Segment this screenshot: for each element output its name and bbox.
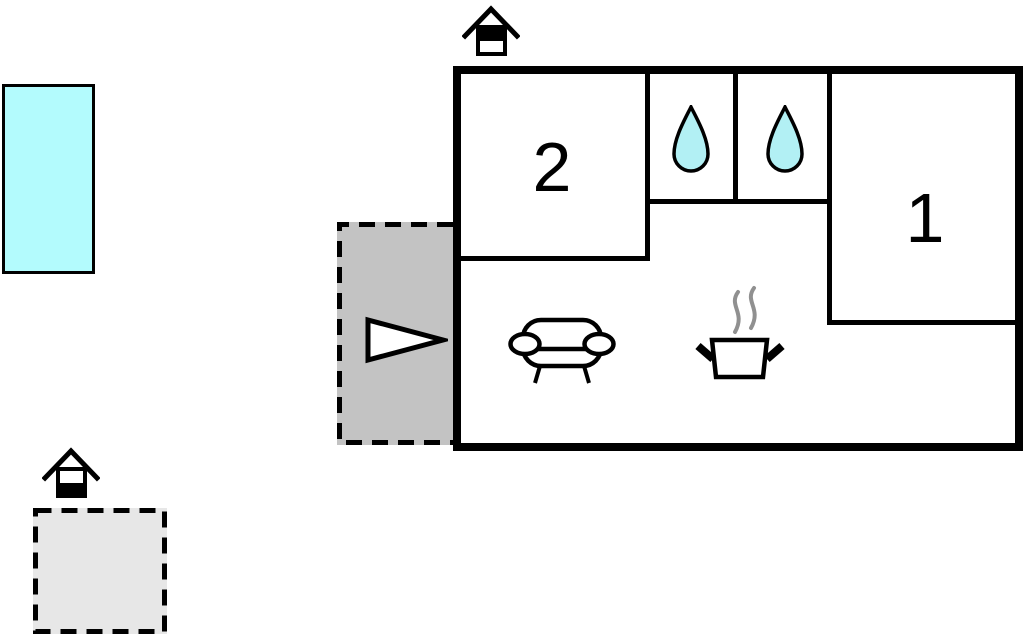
house-icon — [42, 447, 100, 498]
sofa-icon — [508, 317, 616, 384]
terrace-dashed-border — [337, 222, 453, 445]
wall-room2-right — [645, 74, 650, 261]
wall-bathroom-divider — [733, 74, 738, 199]
steam-line — [732, 290, 741, 334]
room-1-label: 1 — [905, 178, 945, 257]
water-drop-icon — [766, 105, 804, 173]
room-2-label: 2 — [532, 128, 572, 206]
terrace-area — [337, 222, 453, 445]
house-icon-filled-half — [476, 25, 507, 41]
pool-area — [2, 84, 95, 274]
house-icon-filled-half — [56, 483, 87, 498]
house-icon — [462, 5, 520, 56]
main-building: 2 1 — [453, 66, 1023, 451]
wall-room1-bottom — [827, 320, 1015, 325]
annex-dashed-border — [33, 508, 167, 634]
wall-room2-bottom — [461, 256, 650, 261]
wall-bathroom-bottom — [645, 199, 832, 204]
annex-area — [33, 508, 167, 634]
wall-room1-left — [827, 74, 832, 325]
water-drop-icon — [672, 105, 710, 173]
steam-line — [748, 286, 757, 330]
cooking-pot-icon — [695, 286, 785, 380]
entrance-arrow-icon — [365, 316, 448, 364]
